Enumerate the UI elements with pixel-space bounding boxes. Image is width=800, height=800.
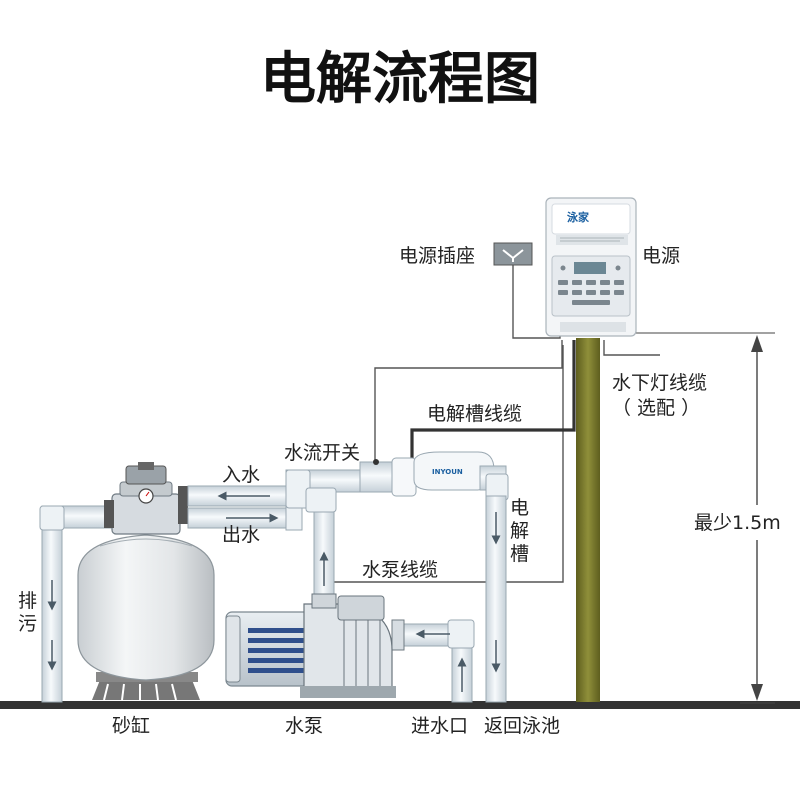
lcd-screen (574, 262, 606, 274)
water-pump (225, 593, 396, 698)
inlet-pipe (391, 619, 475, 703)
label-pump: 水泵 (285, 715, 323, 737)
label-drain-char-2: 污 (18, 613, 37, 635)
label-water-in: 入水 (222, 464, 260, 486)
mounting-pole (576, 338, 600, 702)
label-flow-switch: 水流开关 (284, 442, 360, 464)
label-cell-char-3: 槽 (510, 543, 529, 565)
label-water-out: 出水 (222, 524, 260, 546)
label-cell-cable: 电解槽线缆 (427, 403, 522, 425)
filter-pipes (187, 469, 377, 599)
control-unit: 泳家 (545, 197, 637, 337)
return-pipe (485, 495, 507, 703)
label-sand-filter: 砂缸 (112, 715, 150, 737)
label-min-height: 最少1.5m (694, 512, 781, 534)
label-underwater-light-cable: 水下灯线缆 (612, 372, 707, 394)
flow-switch-wire (374, 340, 563, 462)
label-power: 电源 (642, 245, 680, 267)
label-power-socket: 电源插座 (399, 245, 475, 267)
label-cell-char-2: 解 (510, 520, 529, 542)
label-drain-char-1: 排 (18, 590, 37, 612)
pump-cable-wire (322, 345, 564, 583)
brand-logo: 泳家 (567, 210, 590, 224)
electrolytic-cell: INYOUN (359, 451, 509, 501)
label-inlet: 进水口 (411, 715, 468, 737)
label-return-pool: 返回泳池 (484, 715, 560, 737)
page-title: 电解流程图 (260, 47, 540, 112)
light-cable-wire (603, 340, 660, 356)
cell-cable-wire (410, 340, 576, 468)
sand-filter (77, 462, 215, 701)
label-optional: （ 选配 ） (612, 397, 700, 419)
power-socket (493, 242, 533, 266)
label-pump-cable: 水泵线缆 (362, 559, 438, 581)
flow-switch-sensor (373, 459, 379, 465)
ground-line (0, 701, 800, 709)
label-cell-char-1: 电 (510, 497, 529, 519)
drain-pipe (39, 505, 117, 703)
cell-brand: INYOUN (432, 468, 463, 476)
